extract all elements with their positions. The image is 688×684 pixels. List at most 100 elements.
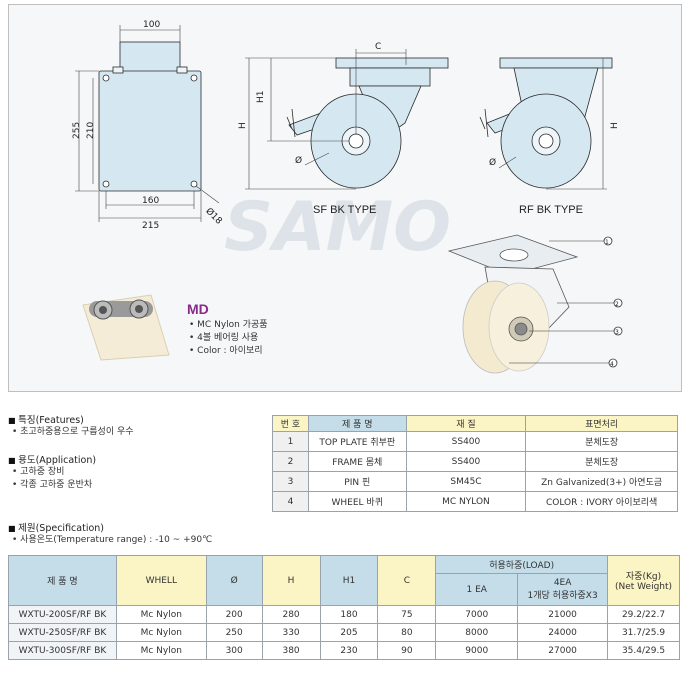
md-item: 4볼 베어링 사용: [189, 332, 268, 345]
spec-header-product: 제 품 명: [8, 555, 117, 606]
materials-header-row: 번 호 제 품 명 재 질 표면처리: [272, 415, 678, 432]
table-cell: 90: [377, 641, 437, 660]
table-cell: 31.7/25.9: [607, 623, 680, 642]
table-cell: 8000: [435, 623, 519, 642]
spec-header-load-4ea-line1: 4EA: [553, 578, 572, 588]
specification-list: 사용온도(Temperature range) : -10 ~ +90℃: [12, 534, 212, 547]
table-cell: 180: [319, 605, 379, 624]
table-cell: TOP PLATE 취부판: [307, 431, 407, 452]
spec-header-load-1ea: 1 EA: [435, 573, 519, 606]
table-cell: WXTU-300SF/RF BK: [8, 641, 117, 660]
dim-255: 255: [72, 122, 82, 139]
table-cell: 4: [272, 491, 309, 512]
sf-type-label: SF BK TYPE: [313, 204, 376, 216]
sf-dims: [245, 49, 407, 190]
materials-header: 표면처리: [525, 415, 678, 432]
rf-side-view: [479, 57, 613, 189]
caster-3d: [447, 234, 579, 374]
md-item: Color : 아이보리: [189, 345, 268, 358]
table-row: WXTU-250SF/RF BK Mc Nylon 250 330 205 80…: [8, 623, 680, 642]
technical-drawing: SAMO 100 255: [72, 20, 623, 374]
top-view-dims: [75, 25, 220, 222]
md-list: MC Nylon 가공품 4볼 베어링 사용 Color : 아이보리: [189, 319, 268, 358]
specification-item: 사용온도(Temperature range) : -10 ~ +90℃: [12, 534, 212, 547]
application-item: 각종 고하중 운반차: [12, 479, 92, 492]
application-list: 고하중 장비 각종 고하중 운반차: [12, 466, 92, 492]
table-cell: COLOR : IVORY 아이보리색: [525, 491, 678, 512]
sf-dim-h1: H1: [256, 91, 266, 104]
table-cell: 75: [377, 605, 437, 624]
table-cell: 300: [205, 641, 263, 660]
table-cell: 1: [272, 431, 309, 452]
materials-header: 번 호: [272, 415, 309, 432]
spec-header-dia: Ø: [205, 555, 263, 606]
features-item: 초고하중용으로 구름성이 우수: [12, 426, 133, 439]
samo-watermark: SAMO: [224, 188, 451, 267]
table-cell: PIN 핀: [307, 471, 407, 492]
table-cell: 280: [261, 605, 321, 624]
table-cell: 29.2/22.7: [607, 605, 680, 624]
table-cell: 230: [319, 641, 379, 660]
table-cell: Mc Nylon: [115, 623, 207, 642]
spec-header-load: 허용하중(LOAD): [435, 555, 609, 574]
table-cell: WXTU-250SF/RF BK: [8, 623, 117, 642]
spec-header-h1: H1: [319, 555, 379, 606]
table-cell: SS400: [405, 431, 527, 452]
callout-3: 3: [615, 329, 619, 336]
table-cell: 380: [261, 641, 321, 660]
table-cell: 200: [205, 605, 263, 624]
features-list: 초고하중용으로 구름성이 우수: [12, 426, 133, 439]
spec-table: 제 품 명 WHELL Ø H H1 C 허용하중(LOAD) 자중(Kg) (…: [8, 555, 680, 660]
table-cell: Mc Nylon: [115, 605, 207, 624]
sf-dim-c: C: [375, 42, 381, 52]
table-cell: Zn Galvanized(3+) 아연도금: [525, 471, 678, 492]
md-item: MC Nylon 가공품: [189, 319, 267, 332]
dim-215: 215: [142, 221, 159, 231]
table-cell: SS400: [405, 451, 527, 472]
spec-header-wheel: WHELL: [115, 555, 207, 606]
features-heading: 특징(Features): [8, 412, 84, 426]
application-heading: 용도(Application): [8, 452, 96, 466]
spec-header-weight-line2: (Net Weight): [614, 582, 673, 592]
table-cell: 24000: [517, 623, 609, 642]
table-cell: 2: [272, 451, 309, 472]
spec-header-c: C: [377, 555, 437, 606]
sf-side-view: [286, 57, 449, 189]
spec-header-load-4ea: 4EA 1개당 허용하중X3: [517, 573, 609, 606]
table-row: WXTU-200SF/RF BK Mc Nylon 200 280 180 75…: [8, 605, 680, 624]
table-row: WXTU-300SF/RF BK Mc Nylon 300 380 230 90…: [8, 641, 680, 660]
dim-100: 100: [143, 20, 160, 30]
materials-table: 번 호 제 품 명 재 질 표면처리 1 TOP PLATE 취부판 SS400…: [272, 415, 678, 512]
table-row: 2 FRAME 몸체 SS400 분체도장: [272, 451, 678, 472]
materials-header: 재 질: [405, 415, 527, 432]
table-row: 1 TOP PLATE 취부판 SS400 분체도장: [272, 431, 678, 452]
spec-header-weight: 자중(Kg) (Net Weight): [607, 555, 680, 606]
rf-dims: [498, 57, 612, 190]
rf-dim-h: H: [610, 122, 620, 129]
materials-header: 제 품 명: [307, 415, 407, 432]
application-item: 고하중 장비: [12, 466, 92, 479]
rf-type-label: RF BK TYPE: [519, 204, 583, 216]
table-cell: 250: [205, 623, 263, 642]
table-cell: WXTU-200SF/RF BK: [8, 605, 117, 624]
dim-210: 210: [86, 122, 96, 139]
sf-dim-dia: Ø: [295, 155, 302, 166]
callout-2: 2: [615, 301, 619, 308]
table-cell: 9000: [435, 641, 519, 660]
table-cell: 27000: [517, 641, 609, 660]
table-cell: 80: [377, 623, 437, 642]
specification-heading: 제원(Specification): [8, 520, 104, 534]
md-wheel-image: [82, 294, 170, 361]
drawing-panel: SAMO 100 255: [8, 4, 682, 392]
table-cell: Mc Nylon: [115, 641, 207, 660]
spec-header-load-4ea-line2: 1개당 허용하중X3: [527, 591, 598, 601]
table-cell: MC NYLON: [405, 491, 527, 512]
rf-dim-dia: Ø: [489, 157, 496, 168]
table-cell: 7000: [435, 605, 519, 624]
sf-dim-h: H: [238, 122, 248, 129]
spec-header-weight-line1: 자중(Kg): [625, 572, 662, 582]
table-cell: 21000: [517, 605, 609, 624]
table-cell: 205: [319, 623, 379, 642]
spec-header-h: H: [261, 555, 321, 606]
callout-lines: [509, 240, 614, 364]
